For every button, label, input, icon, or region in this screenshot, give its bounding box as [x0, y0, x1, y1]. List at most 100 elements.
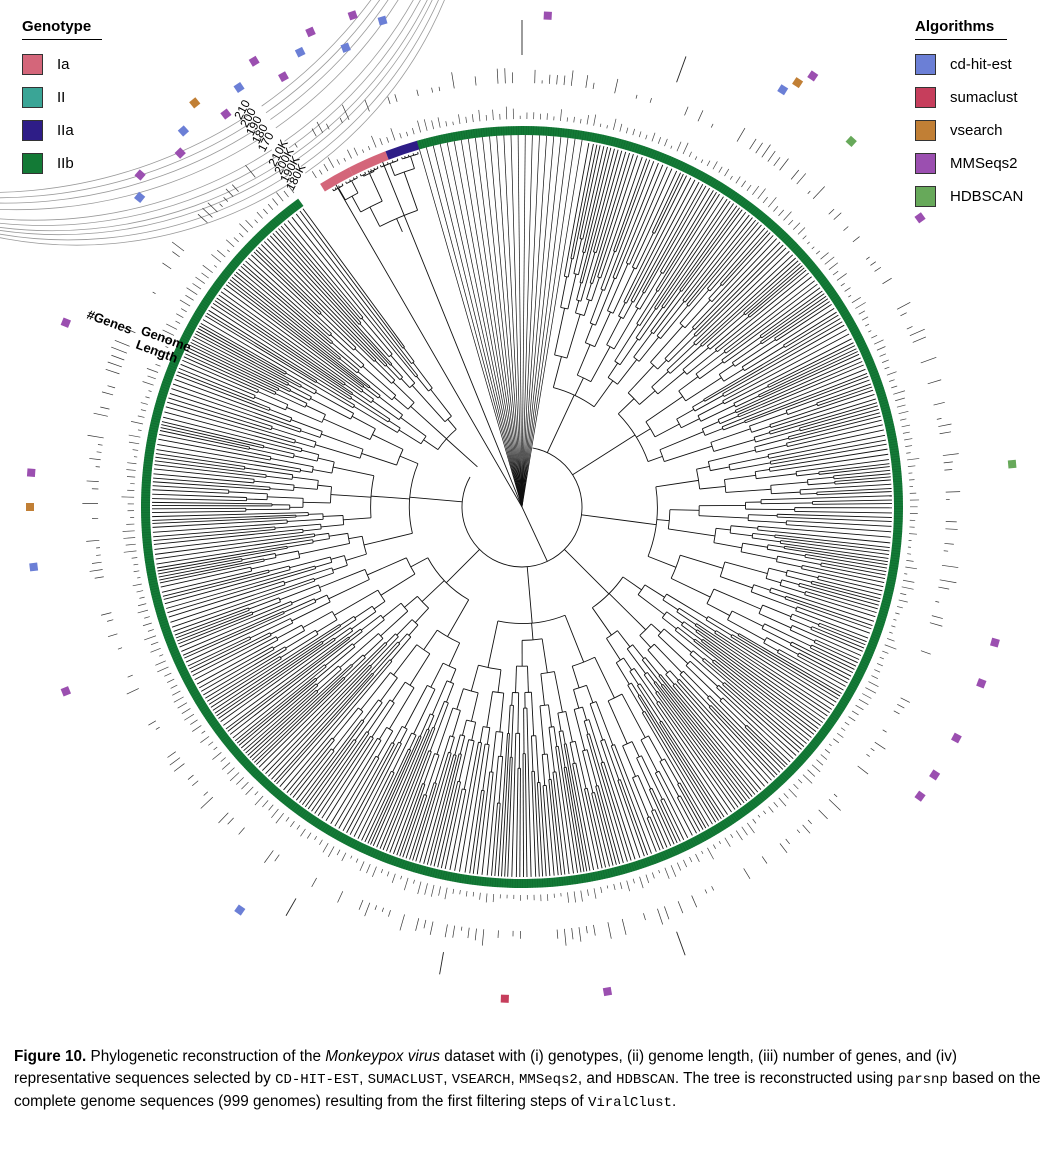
- genotype-tick: [188, 686, 197, 691]
- tree-branch: [713, 439, 755, 452]
- genotype-tick: [734, 812, 741, 820]
- tree-branch: [242, 263, 333, 343]
- genotype-tick: [892, 470, 902, 473]
- genotype-tick: [813, 738, 821, 745]
- genome-length-bar: [150, 641, 159, 646]
- tree-branch: [661, 617, 677, 630]
- tree-branch: [749, 412, 788, 427]
- genotype-tick: [887, 574, 897, 577]
- tree-branch: [468, 739, 475, 742]
- swatch-iib: [22, 153, 43, 174]
- genotype-tick: [745, 202, 752, 210]
- genotype-tick: [831, 712, 840, 718]
- genome-length-bar: [905, 445, 913, 447]
- genome-length-bar: [362, 149, 365, 153]
- genotype-tick: [265, 782, 272, 790]
- genome-length-bar: [840, 727, 846, 731]
- genotype-tick: [824, 284, 832, 291]
- genotype-tick: [291, 203, 298, 211]
- tree-branch: [666, 611, 683, 624]
- genome-length-bar: [172, 690, 181, 696]
- tree-branch: [702, 660, 805, 747]
- genotype-tick: [146, 439, 156, 442]
- genome-length-bar: [778, 209, 785, 217]
- genome-length-bar: [902, 579, 915, 583]
- gene-count-bar: [697, 110, 704, 122]
- genotype-tick: [154, 407, 163, 411]
- genotype-tick: [199, 304, 207, 310]
- tree-branch: [635, 308, 656, 339]
- tree-branch: [411, 385, 446, 422]
- tree-branch: [497, 614, 566, 624]
- genotype-tick: [234, 750, 242, 757]
- tree-branch: [210, 306, 352, 398]
- genotype-tick: [475, 128, 478, 138]
- tree-branch: [400, 378, 411, 388]
- tree-branch: [289, 556, 331, 569]
- genotype-tick: [293, 201, 300, 210]
- genotype-tick: [454, 873, 457, 883]
- tree-branch: [633, 181, 700, 303]
- tree-branch: [751, 591, 797, 610]
- genome-length-bar: [906, 452, 911, 454]
- genotype-tick: [593, 872, 596, 881]
- genotype-tick: [457, 873, 460, 883]
- tree-branch: [680, 554, 724, 569]
- tree-branch: [592, 576, 624, 609]
- tree-branch: [350, 397, 389, 423]
- tree-branch: [733, 386, 769, 404]
- tree-branch: [437, 781, 459, 868]
- genome-length-bar: [147, 629, 154, 632]
- tree-branch: [367, 170, 370, 173]
- tree-branch: [647, 455, 663, 463]
- tree-branch: [809, 644, 813, 649]
- genome-length-bar: [580, 118, 582, 124]
- tree-branch: [265, 664, 371, 774]
- tree-branch: [760, 295, 827, 343]
- tree-branch: [300, 430, 321, 438]
- tree-branch: [184, 612, 285, 659]
- tree-branch: [482, 137, 523, 508]
- tree-branch: [410, 405, 447, 440]
- tree-branch: [623, 657, 633, 671]
- genome-length-bar: [884, 366, 890, 370]
- tree-branch: [482, 744, 490, 791]
- tree-branch: [765, 578, 782, 584]
- genotype-tick: [415, 864, 419, 873]
- tree-branch: [208, 309, 351, 400]
- tree-branch: [357, 371, 393, 401]
- genotype-tick: [143, 462, 153, 464]
- genotype-tick: [673, 159, 678, 168]
- genome-length-bar: [861, 316, 869, 321]
- genotype-tick: [574, 129, 577, 139]
- tree-branch: [791, 641, 854, 674]
- tree-branch: [657, 193, 720, 292]
- algorithm-marker: [60, 686, 72, 697]
- tree-branch: [152, 493, 247, 498]
- gene-count-bar: [96, 451, 102, 453]
- tree-branch: [361, 317, 393, 355]
- tree-branch: [386, 728, 436, 852]
- genotype-tick: [632, 143, 636, 152]
- tree-branch: [526, 708, 532, 877]
- genotype-segment-ia: [320, 167, 354, 192]
- tree-branch: [498, 756, 504, 804]
- legend-label-iia: IIa: [57, 122, 74, 139]
- tree-branch: [588, 733, 628, 862]
- genotype-tick: [243, 246, 251, 254]
- tree-branch: [251, 254, 354, 351]
- tree-branch: [266, 238, 388, 365]
- genotype-tick: [831, 295, 839, 301]
- genotype-tick: [719, 183, 725, 192]
- tree-branch: [815, 639, 860, 660]
- gene-count-bar: [172, 251, 180, 258]
- genotype-tick: [889, 564, 899, 567]
- algorithm-marker: [220, 108, 232, 120]
- tree-branch: [329, 556, 333, 563]
- genome-length-bar: [746, 184, 752, 192]
- gene-count-bar: [944, 469, 953, 471]
- tree-branch: [590, 346, 611, 382]
- genome-length-bar: [176, 313, 184, 318]
- caption-sep-4: , and: [577, 1070, 617, 1087]
- genotype-tick: [874, 624, 884, 628]
